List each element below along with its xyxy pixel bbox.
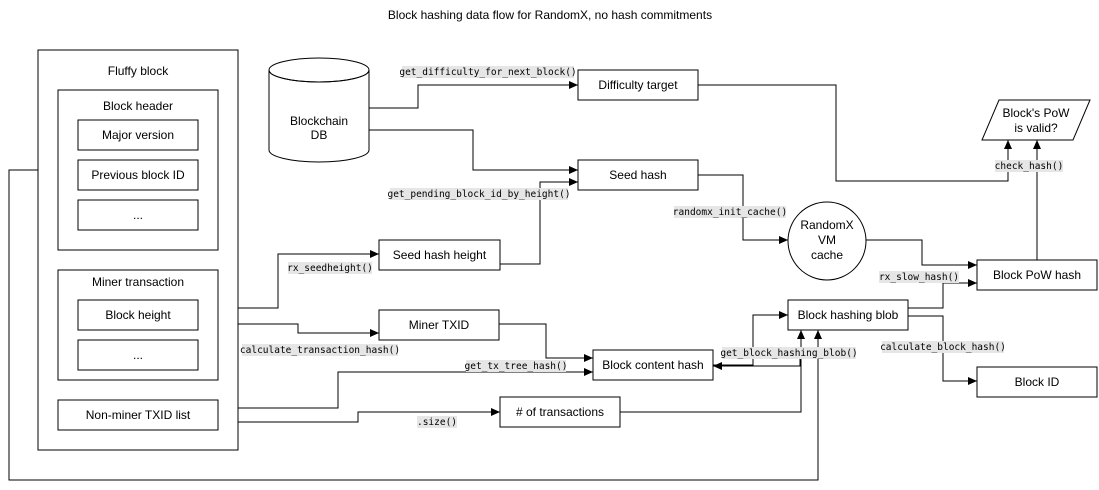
edge-seed-height-to-seed-hash [500, 178, 578, 265]
pow-valid-label-line1: Block's PoW [1003, 106, 1071, 120]
calculate-block-hash-label-bg [882, 341, 1004, 353]
block-id-box [976, 366, 1098, 398]
get-tx-tree-hash-label: get_tx_tree_hash() [465, 361, 568, 372]
block-pow-hash-label: Block PoW hash [993, 268, 1081, 282]
block-pow-hash-box [976, 259, 1098, 291]
check-hash-label-bg [995, 160, 1063, 172]
randomx-cache-label-line2: VM [818, 233, 836, 247]
get-block-hashing-blob-label-bg [722, 347, 856, 359]
fluffy-block-group: Fluffy block Block header Major version … [37, 49, 239, 451]
pow-valid-label-line2: is valid? [1014, 121, 1058, 135]
block-height-label: Block height [105, 308, 171, 322]
miner-transaction-title: Miner transaction [92, 275, 184, 289]
randomx-init-cache-label: randomx_init_cache() [673, 207, 787, 218]
diagram-title: Block hashing data flow for RandomX, no … [388, 8, 712, 22]
get-difficulty-label-bg [402, 66, 574, 78]
randomx-cache-label-line1: RandomX [800, 218, 853, 232]
edge-prev-block-id-to-blob [8, 169, 822, 481]
get-block-hashing-blob-label: get_block_hashing_blob() [720, 348, 857, 359]
edge-blob-to-pow-hash [908, 279, 977, 309]
seed-hash-height-label: Seed hash height [393, 248, 487, 262]
get-tx-tree-hash-label-bg [466, 360, 566, 372]
seed-hash-height-box [378, 239, 501, 271]
num-transactions-box [499, 396, 621, 428]
block-content-hash-label: Block content hash [602, 358, 703, 372]
edge-block-height-to-miner-txid [198, 323, 379, 337]
seed-hash-label: Seed hash [609, 168, 666, 182]
rx-seedheight-label: rx_seedheight() [287, 263, 373, 274]
blockchain-db: Blockchain DB [268, 57, 370, 163]
size-label: .size() [417, 417, 457, 428]
previous-block-id-box [77, 159, 199, 191]
edge-txids-to-content-hash [218, 368, 593, 409]
calculate-block-hash-label: calculate_block_hash() [880, 342, 1006, 353]
edge-db-to-seed-hash [369, 129, 578, 174]
block-height-box [77, 299, 199, 331]
num-transactions-label: # of transactions [516, 405, 604, 419]
block-id-label: Block ID [1015, 375, 1060, 389]
major-version-box [77, 119, 199, 151]
difficulty-target-box [577, 69, 699, 101]
db-label-line1: Blockchain [290, 114, 348, 128]
edge-content-hash-to-blob [713, 311, 788, 366]
block-hashing-blob-label: Block hashing blob [798, 308, 899, 322]
miner-tx-ellipsis-label: ... [133, 348, 143, 362]
edge-db-to-difficulty [369, 81, 578, 109]
rx-slow-hash-label: rx_slow_hash() [879, 272, 959, 283]
fluffy-block-title: Fluffy block [108, 64, 169, 78]
db-cylinder-body [268, 70, 370, 163]
db-label-line2: DB [311, 128, 328, 142]
header-ellipsis-box [77, 199, 199, 231]
randomx-cache-label-line3: cache [811, 248, 843, 262]
non-miner-txid-list-label: Non-miner TXID list [86, 408, 191, 422]
block-content-hash-box [592, 349, 714, 381]
pow-valid-parallelogram [981, 99, 1091, 141]
edge-labels: get_difficulty_for_next_block() get_pend… [240, 66, 1063, 428]
db-cylinder-rim [268, 69, 370, 83]
seed-hash-box [577, 159, 699, 191]
get-pending-label-bg [390, 188, 568, 200]
difficulty-target-label: Difficulty target [598, 78, 678, 92]
header-ellipsis-label: ... [133, 208, 143, 222]
size-label-bg [417, 416, 457, 428]
get-difficulty-label: get_difficulty_for_next_block() [399, 67, 576, 78]
randomx-init-cache-label-bg [674, 206, 786, 218]
miner-tx-ellipsis-box [77, 339, 199, 371]
check-hash-label: check_hash() [995, 161, 1064, 172]
miner-txid-label: Miner TXID [409, 318, 470, 332]
calc-tx-hash-label-bg [242, 344, 398, 356]
previous-block-id-label: Previous block ID [91, 168, 185, 182]
block-hashing-blob-box [787, 299, 909, 331]
block-header-title: Block header [103, 99, 173, 113]
edge-cache-to-pow-hash [866, 239, 977, 269]
non-miner-txid-list-box [57, 399, 219, 431]
miner-txid-box [378, 309, 500, 341]
edge-difficulty-to-pow-valid [698, 84, 1012, 182]
edge-miner-txid-to-content-hash [498, 323, 593, 362]
major-version-label: Major version [102, 128, 174, 142]
rx-slow-hash-label-bg [879, 271, 959, 283]
calc-tx-hash-label: calculate_transaction_hash() [240, 345, 400, 356]
rx-seedheight-label-bg [288, 262, 372, 274]
randomx-vm-cache-circle [787, 201, 867, 281]
edge-txids-to-num-tx [218, 408, 500, 423]
get-pending-label: get_pending_block_id_by_height() [387, 189, 570, 200]
